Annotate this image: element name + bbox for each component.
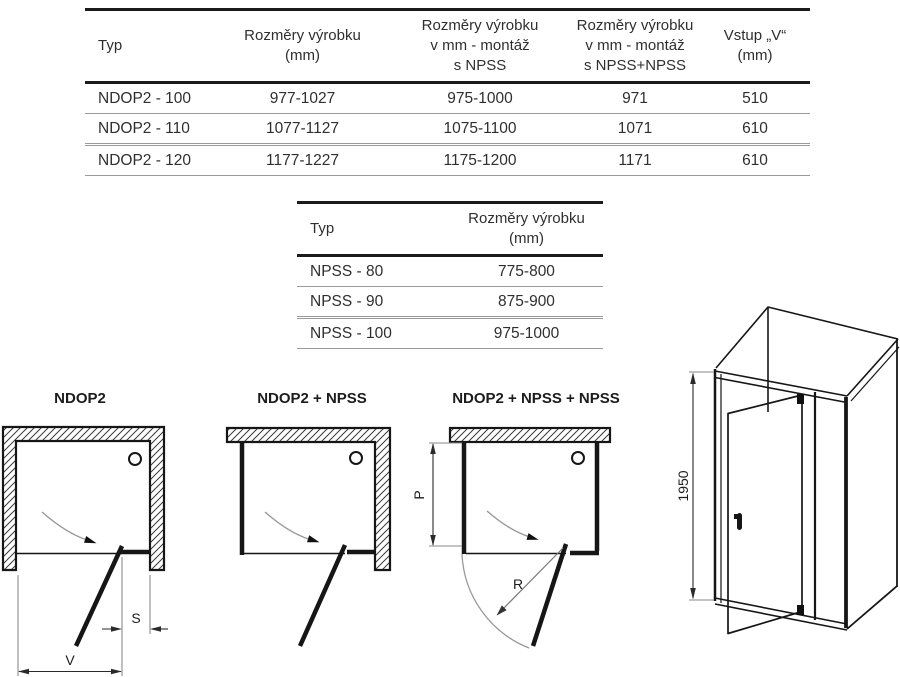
height-dimension-label: 1950 <box>675 470 691 501</box>
wall-hatch <box>1 425 166 572</box>
isometric-view: 1950 <box>675 306 900 635</box>
bottom-right-edge <box>846 585 898 630</box>
table-row: NPSS - 90 875-900 <box>297 286 603 318</box>
arrowhead-icon <box>84 536 97 544</box>
table-cell: NDOP2 - 120 <box>85 143 215 176</box>
table-header-row: Typ Rozměry výrobku (mm) Rozměry výrobku… <box>85 9 810 84</box>
table-row: NPSS - 100 975-1000 <box>297 316 603 349</box>
door-swing-arrow-icon <box>41 511 88 541</box>
table-cell: NPSS - 80 <box>310 262 384 280</box>
table-row: NDOP2 - 110 1077-1127 1075-1100 1071 610 <box>85 113 810 145</box>
door-panel-line <box>73 545 125 647</box>
table-cell: 610 <box>700 143 810 176</box>
hinge-icon <box>797 394 804 404</box>
top-rail <box>714 370 848 404</box>
column-header-entry: Vstup „V“ (mm) <box>700 9 810 84</box>
table-cell: NDOP2 - 110 <box>85 113 215 145</box>
table-cell: 975-1000 <box>447 89 513 107</box>
table-cell: 1177-1227 <box>215 143 390 176</box>
table-cell: 510 <box>742 89 768 107</box>
wall-hatch <box>448 426 612 444</box>
table-row: NPSS - 80 775-800 <box>297 256 603 287</box>
table-cell: 1071 <box>570 113 700 145</box>
diagram1-title: NDOP2 <box>54 390 106 407</box>
table-cell: NPSS - 90 <box>297 286 450 318</box>
wall-hatch <box>225 426 392 572</box>
column-header-typ: Typ <box>297 202 450 257</box>
table-row: NDOP2 - 120 1177-1227 1175-1200 1171 610 <box>85 143 810 176</box>
door-panel-line <box>297 544 348 647</box>
table-cell: 1171 <box>570 143 700 176</box>
table-cell: 775-800 <box>498 262 555 280</box>
top-right-edge-inner <box>850 346 900 402</box>
table-cell: 1077-1127 <box>215 113 390 145</box>
diagram-ndop2-npss: NDOP2 + NPSS <box>225 390 392 647</box>
arrowhead-icon <box>111 626 122 632</box>
door-swing-arrow-icon <box>264 511 311 541</box>
radius-leader-line <box>499 547 564 613</box>
hinge-icon <box>797 605 804 615</box>
table-row: NDOP2 - 100 977-1027 975-1000 971 510 <box>85 83 810 114</box>
dimension-p-label: P <box>411 490 427 499</box>
diagram2-title: NDOP2 + NPSS <box>257 390 367 407</box>
diagram3-title: NDOP2 + NPSS + NPSS <box>452 390 620 407</box>
door-handle-icon <box>737 513 742 530</box>
column-header-dimensions: Rozměry výrobku (mm) <box>215 9 390 84</box>
arrowhead-icon <box>307 535 320 543</box>
table-cell: 1075-1100 <box>390 113 570 145</box>
table-cell: NPSS - 100 <box>297 316 450 349</box>
door-handle-icon <box>734 514 738 519</box>
dimension-lines <box>17 557 151 676</box>
dimension-s-label: S <box>131 610 140 626</box>
arrowhead-icon <box>18 668 29 675</box>
door-swing-arrow-icon <box>486 510 531 538</box>
arrowhead-icon <box>111 668 122 675</box>
dimension-p: P <box>411 442 462 547</box>
top-face-edges <box>715 306 899 369</box>
arrowhead-icon <box>150 626 161 632</box>
dimension-r-label: R <box>513 576 523 592</box>
npss-dimensions-table: Typ Rozměry výrobku (mm) NPSS - 80 775-8… <box>297 201 603 349</box>
arrowhead-icon <box>496 605 507 616</box>
column-header-typ: Typ <box>85 9 215 84</box>
door-swing-arc <box>461 553 530 649</box>
table-cell: 1175-1200 <box>390 143 570 176</box>
table-cell: 875-900 <box>450 286 603 318</box>
table-header-row: Typ Rozměry výrobku (mm) <box>297 202 603 257</box>
column-header-npss-npss: Rozměry výrobku v mm - montáž s NPSS+NPS… <box>570 9 700 84</box>
column-header-npss: Rozměry výrobku v mm - montáž s NPSS <box>390 9 570 84</box>
table-cell: 971 <box>622 89 648 107</box>
table-cell: NDOP2 - 100 <box>98 89 192 107</box>
table-cell: 977-1027 <box>269 89 336 107</box>
diagram-ndop2-npss-npss: NDOP2 + NPSS + NPSS R P <box>411 390 620 649</box>
column-header-dimensions: Rozměry výrobku (mm) <box>450 202 603 257</box>
dimension-v-label: V <box>65 652 75 668</box>
drain-circle <box>571 451 585 465</box>
drain-circle <box>128 452 142 466</box>
bottom-rail <box>714 597 848 631</box>
table-cell: 610 <box>700 113 810 145</box>
drain-circle <box>349 451 363 465</box>
table-cell: 975-1000 <box>450 316 603 349</box>
diagram-ndop2: NDOP2 S V <box>1 390 168 676</box>
top-right-edge <box>846 338 899 397</box>
height-dimension: 1950 <box>675 371 714 601</box>
arrowhead-icon <box>526 533 539 540</box>
door-panel-line <box>530 543 569 647</box>
ndop2-dimensions-table: Typ Rozměry výrobku (mm) Rozměry výrobku… <box>85 8 810 176</box>
